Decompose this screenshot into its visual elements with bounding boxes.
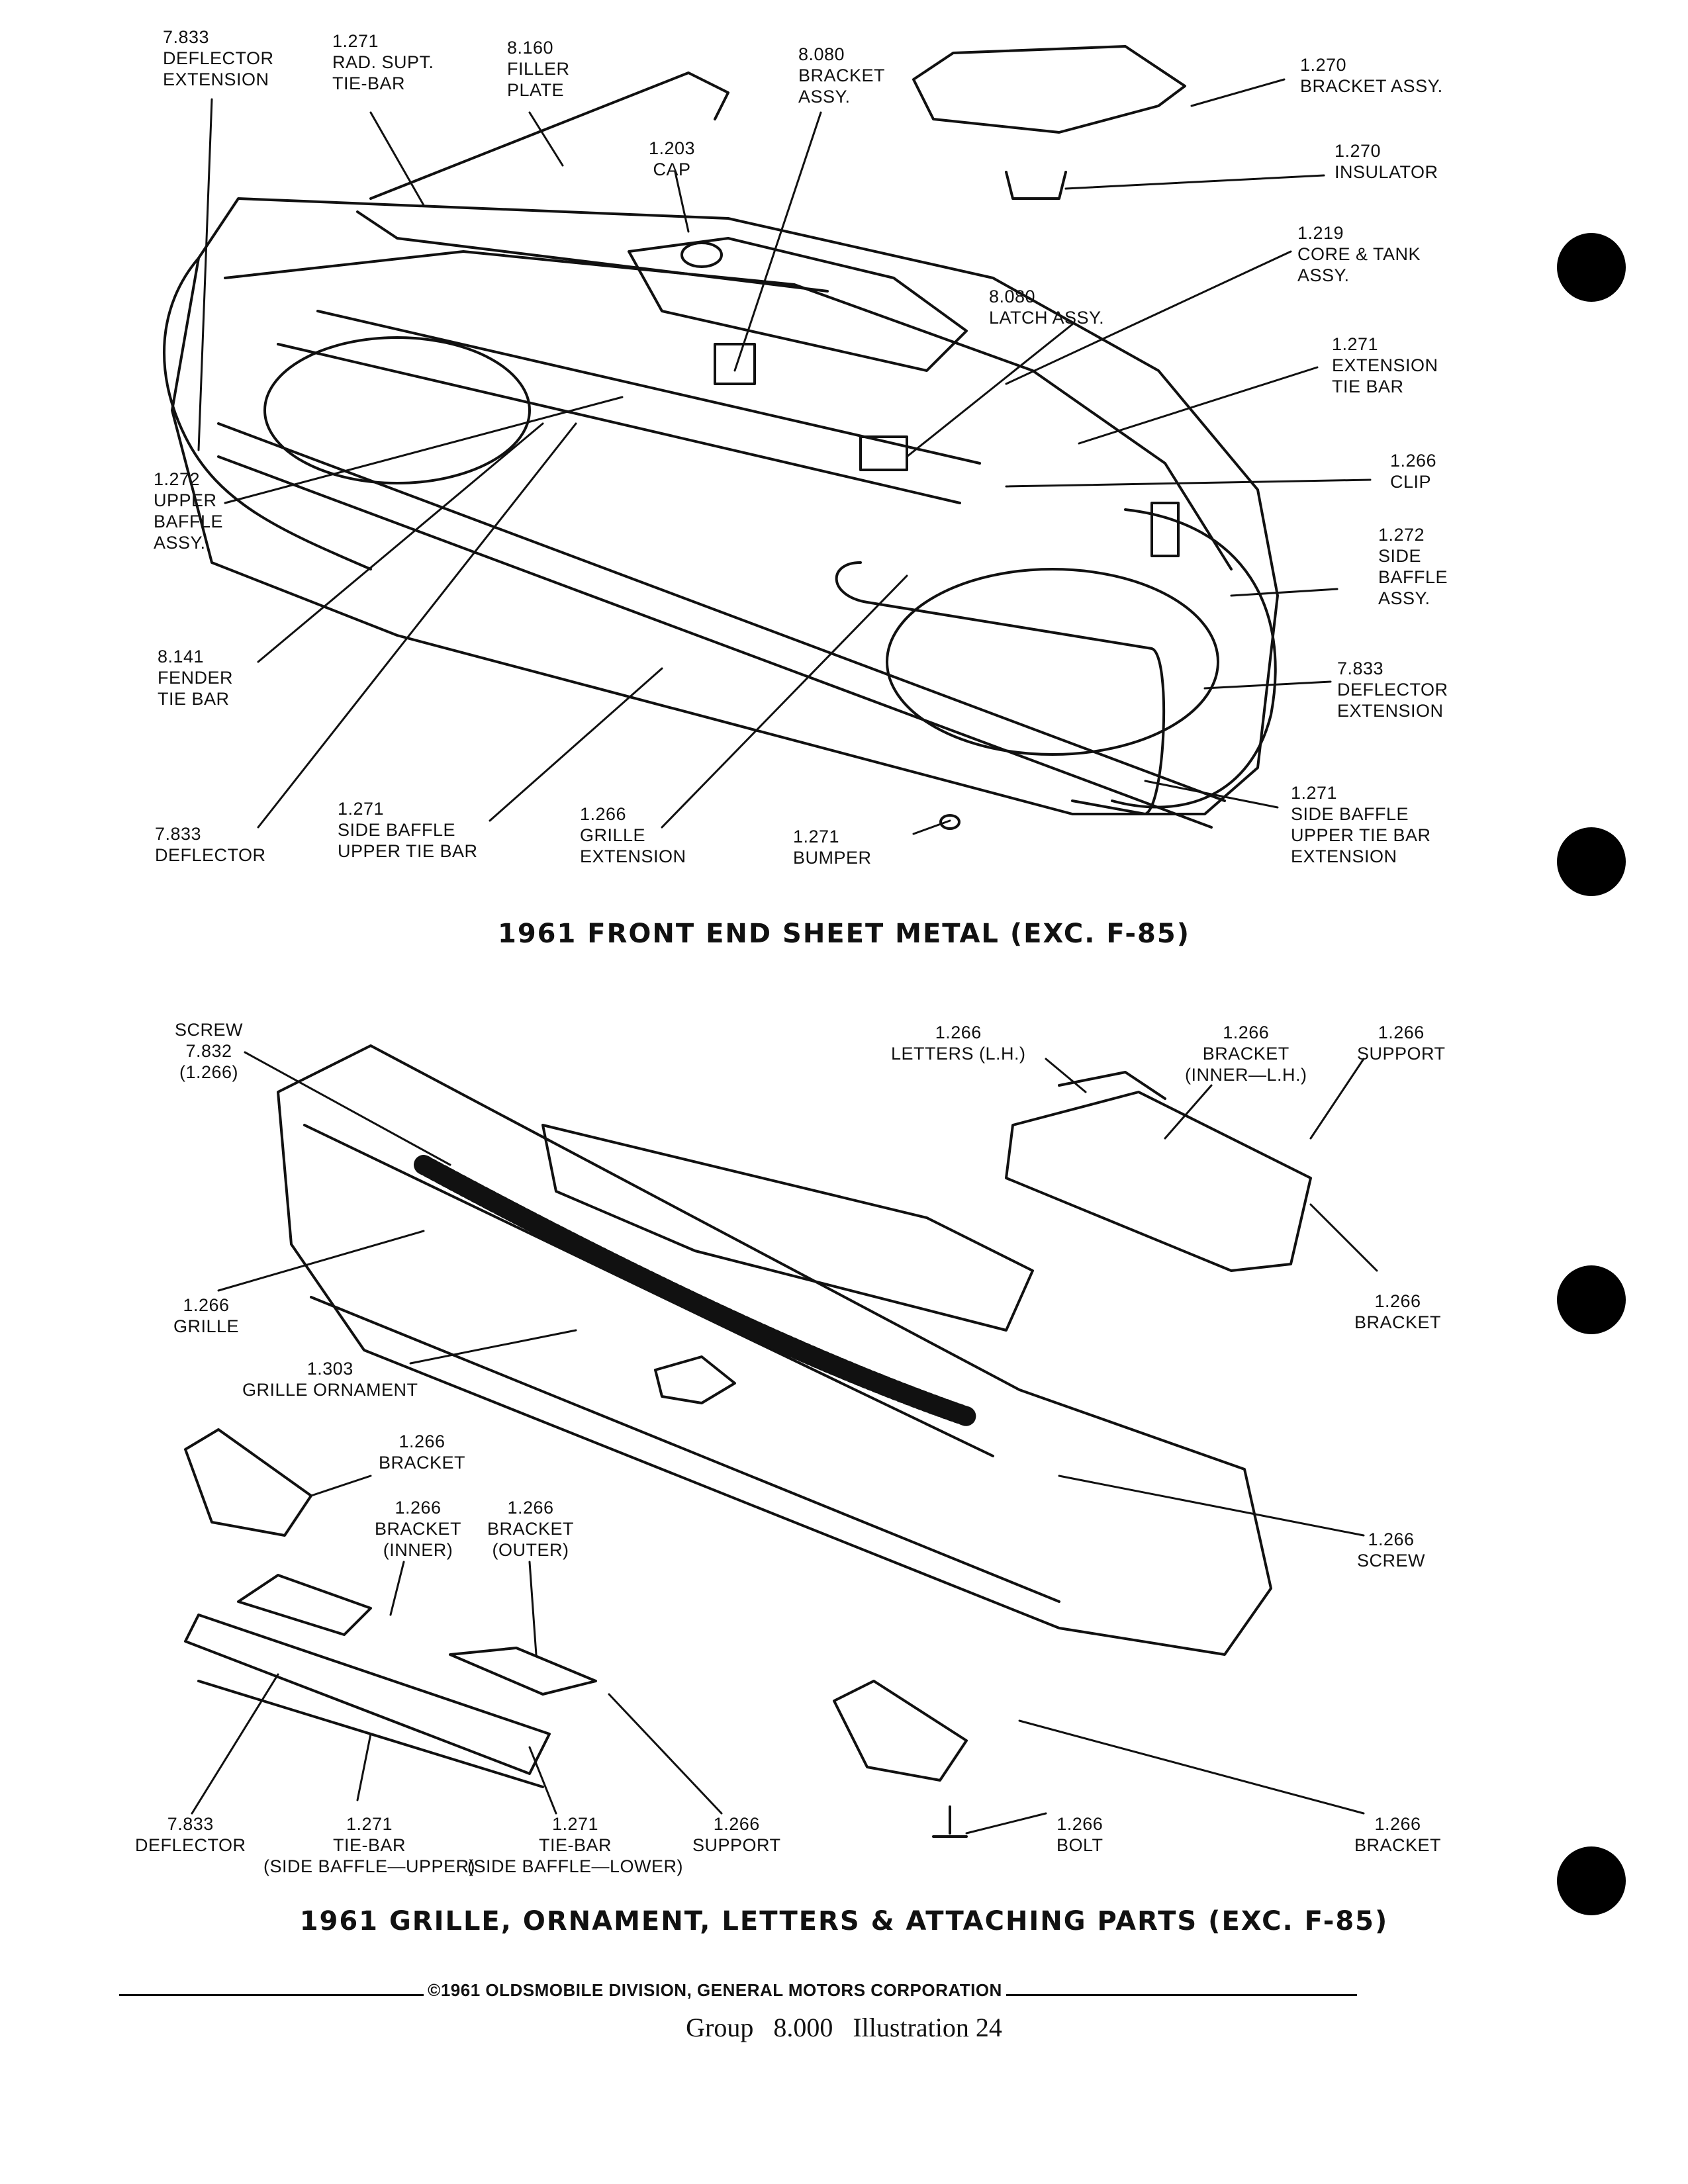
punch-hole xyxy=(1557,1265,1626,1334)
leader-lines xyxy=(191,78,1378,1835)
diagram2-caption: 1961 GRILLE, ORNAMENT, LETTERS & ATTACHI… xyxy=(299,1906,1389,1936)
front-end-assembly-drawing xyxy=(163,45,1279,830)
group-illustration-line: Group 8.000 Illustration 24 xyxy=(686,2013,1002,2042)
grille-assembly-drawing xyxy=(184,1044,1312,1838)
punch-hole xyxy=(1557,233,1626,302)
diagram1-caption: 1961 FRONT END SHEET METAL (EXC. F-85) xyxy=(498,919,1190,949)
footer-rule-left xyxy=(119,1994,430,1996)
footer-rule-right xyxy=(1000,1994,1357,1996)
punch-hole xyxy=(1557,1846,1626,1915)
copyright-notice: ©1961 OLDSMOBILE DIVISION, GENERAL MOTOR… xyxy=(424,1980,1006,2001)
punch-hole xyxy=(1557,827,1626,896)
